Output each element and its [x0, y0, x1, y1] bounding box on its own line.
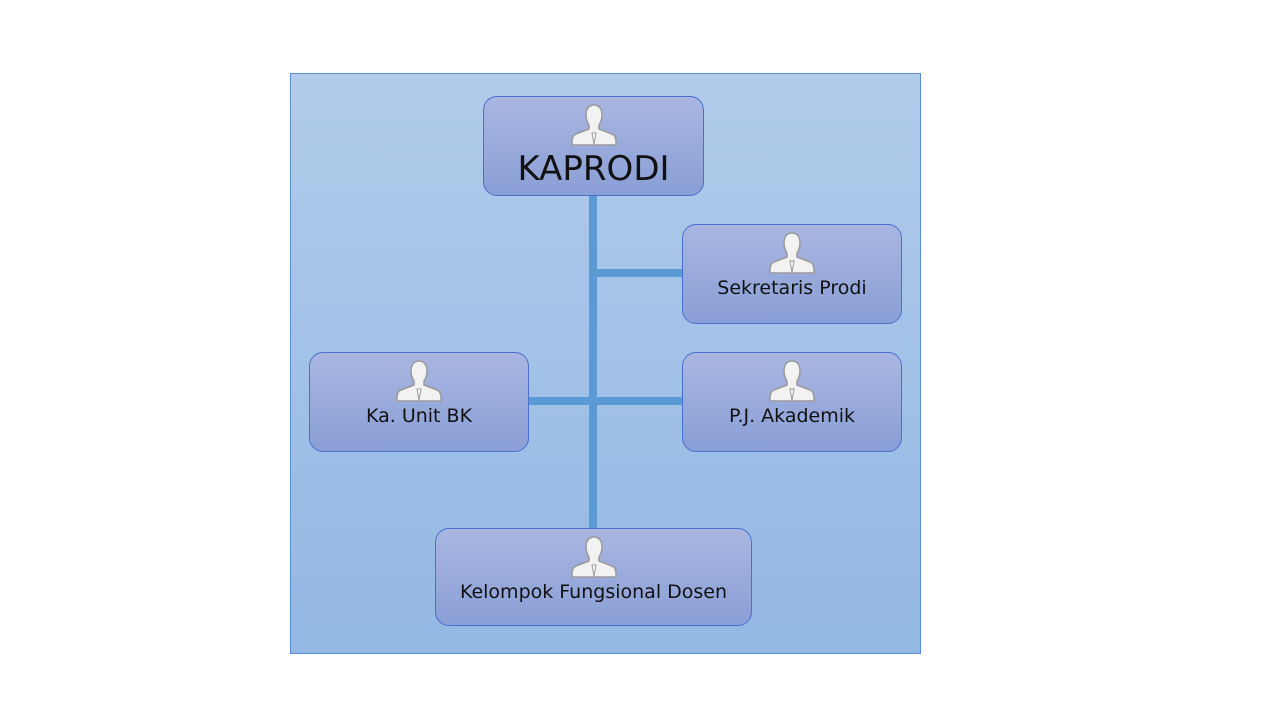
connector-unit-bk-akademik — [528, 397, 683, 405]
person-icon — [396, 360, 442, 402]
person-icon — [769, 232, 815, 274]
node-label: Sekretaris Prodi — [717, 277, 867, 299]
connector-sekretaris — [593, 269, 683, 277]
person-icon — [570, 104, 617, 146]
node-label: Ka. Unit BK — [365, 405, 473, 427]
connector-vertical — [589, 195, 597, 529]
node-unit-bk[interactable]: Ka. Unit BK — [309, 352, 529, 452]
node-kaprodi[interactable]: KAPRODI — [483, 96, 704, 196]
node-sekretaris[interactable]: Sekretaris Prodi — [682, 224, 902, 324]
node-label: Kelompok Fungsional Dosen — [459, 581, 728, 603]
person-icon — [570, 536, 617, 578]
node-dosen[interactable]: Kelompok Fungsional Dosen — [435, 528, 752, 626]
node-label: KAPRODI — [517, 149, 670, 189]
person-icon — [769, 360, 815, 402]
node-akademik[interactable]: P.J. Akademik — [682, 352, 902, 452]
node-label: P.J. Akademik — [728, 405, 856, 427]
